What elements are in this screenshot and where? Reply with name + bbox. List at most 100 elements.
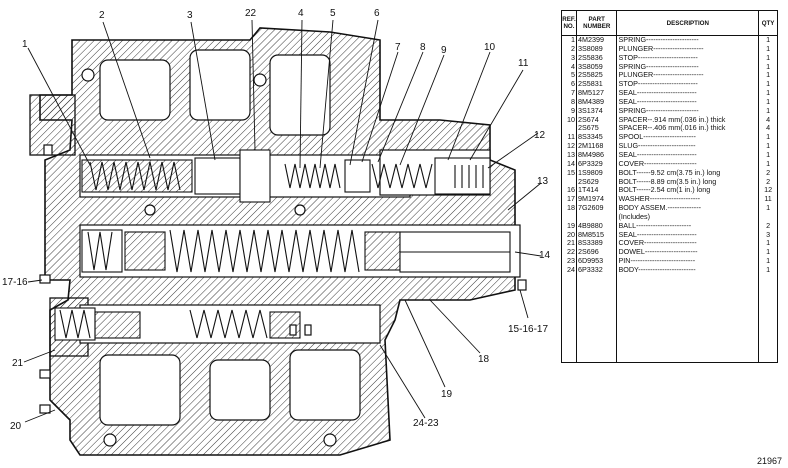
valve-cross-section-drawing: 1 2 3 22 4 5 6 7 8 9 10 11 12 13 14 15-1… [2,8,551,456]
callout-21: 21 [12,358,24,369]
callout-6: 6 [374,8,380,19]
qty-cell: 1 [758,53,778,63]
part-number-header: PART NUMBER [575,10,618,36]
callout-12: 12 [534,130,546,141]
qty-cell: 1 [758,79,778,90]
qty-cell: 1 [758,141,778,151]
ref-no-cell: 12 [561,141,577,151]
description-cell: BODY ASSEM.-------------- [616,204,760,213]
callout-13: 13 [537,176,549,187]
description-cell: SPRING---------------------- [616,106,760,116]
description-cell: DOWEL---------------------- [616,248,760,258]
callout-14: 14 [539,250,551,261]
qty-cell: 1 [758,44,778,54]
description-cell: BODY------------------------ [616,265,760,363]
qty-cell: 1 [758,71,778,81]
description-cell: STOP------------------------- [616,53,760,63]
ref-no-cell [561,212,577,222]
ref-no-cell: 16 [561,185,577,196]
ref-no-cell: 21 [561,239,577,249]
description-cell: STOP------------------------- [616,80,760,90]
qty-cell: 1 [758,97,778,107]
qty-cell: 1 [758,203,778,213]
qty-cell: 1 [758,247,778,258]
callout-5: 5 [330,8,336,19]
ref-no-cell: 2 [561,44,577,54]
qty-cell: 1 [758,150,778,160]
qty-header: QTY [758,10,778,36]
ref-no-cell: 11 [561,132,577,143]
callout-20: 20 [10,421,22,432]
qty-cell: 4 [758,124,778,134]
description-cell: SEAL------------------------- [616,230,760,240]
qty-cell: 1 [758,239,778,249]
ref-no-cell: 1 [561,35,577,45]
description-cell: SPACER--.406 mm(.016 in.) thick [616,124,760,134]
description-cell: SPRING---------------------- [616,62,760,72]
description-cell: BOLT------8.89 cm(3.5 in.) long [616,177,760,187]
callout-17-16: 17-16 [2,277,28,288]
part-number-cell: 6P3332 [575,265,618,363]
qty-cell: 2 [758,177,778,187]
drawing-number: 21967 [756,456,782,466]
qty-cell: 3 [758,230,778,240]
description-cell: SEAL------------------------- [616,150,760,160]
description-cell: PIN--------------------------- [616,257,760,266]
ref-no-cell [561,177,577,187]
parts-table-header: REF. NO. PART NUMBER DESCRIPTION QTY [561,10,778,36]
qty-cell: 1 [758,35,778,45]
callout-19: 19 [441,389,453,400]
upper-spring-assembly [81,149,491,203]
description-cell: COVER---------------------- [616,159,760,169]
description-cell: SPACER--.914 mm(.036 in.) thick [616,115,760,125]
leader-lines [23,19,542,423]
ref-no-cell: 7 [561,88,577,98]
callout-24-23: 24-23 [413,418,439,429]
description-cell: COVER---------------------- [616,239,760,249]
qty-cell: 1 [758,62,778,72]
qty-cell: 2 [758,168,778,178]
description-cell: BALL----------------------- [616,221,760,231]
ref-no-cell: 6 [561,79,577,90]
callout-8: 8 [420,42,426,53]
ref-no-header: REF. NO. [561,10,577,36]
qty-cell: 1 [758,159,778,169]
description-cell: BOLT------2.54 cm(1 in.) long [616,186,760,196]
description-cell: SPRING---------------------- [616,35,760,45]
description-cell: PLUNGER--------------------- [616,71,760,81]
qty-cell [758,212,778,222]
qty-cell: 11 [758,194,778,205]
callout-4: 4 [298,8,304,19]
qty-cell: 1 [758,256,778,266]
qty-cell: 2 [758,221,778,231]
ref-no-cell: 18 [561,203,577,213]
table-row: (Includes) [561,212,778,222]
ref-no-cell: 24 [561,265,577,363]
ref-no-cell: 8 [561,97,577,107]
callout-22: 22 [245,8,257,19]
callout-3: 3 [187,10,193,21]
description-cell: PLUNGER--------------------- [616,44,760,54]
description-cell: SEAL------------------------- [616,97,760,107]
ref-no-cell [561,124,577,134]
